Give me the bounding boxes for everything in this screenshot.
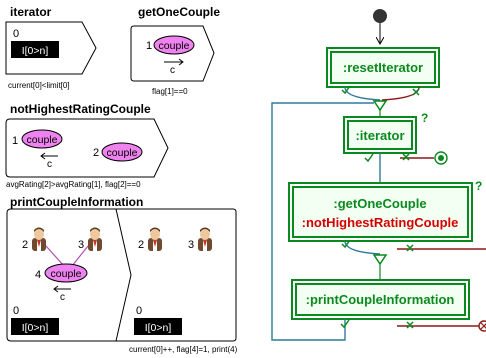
person-icon xyxy=(88,227,102,251)
iterator-question-marker: ? xyxy=(421,111,428,125)
print-couple-rhs-counter-index: 0 xyxy=(136,305,142,317)
merge-triangle xyxy=(372,100,388,112)
print-couple-outer xyxy=(291,279,470,320)
print-couple-left-person-index: 2 xyxy=(22,239,28,251)
print-couple-rhs-counter-box xyxy=(134,318,182,335)
person-icon xyxy=(32,227,46,251)
iterator-counter-box xyxy=(11,41,59,58)
end-node-inner xyxy=(438,155,444,161)
not-highest-rating-couple-frame xyxy=(5,118,169,178)
not-highest-left-couple-label: couple xyxy=(27,134,58,146)
reset-iterator-node xyxy=(330,51,436,84)
start-node xyxy=(373,9,387,23)
not-highest-condition: avgRating[2]>avgRating[1], flag[2]==0 xyxy=(6,180,141,189)
print-couple-flow-label: :printCoupleInformation xyxy=(306,292,455,307)
get-one-couple-title: getOneCouple xyxy=(138,5,220,19)
print-couple-edge-label: c xyxy=(60,292,65,303)
not-highest-right-couple-node xyxy=(101,142,143,162)
get-one-couple-node-label: couple xyxy=(159,40,190,52)
iterator-pattern-title: iterator xyxy=(10,5,52,19)
success-check-icon xyxy=(341,239,351,249)
not-highest-right-index: 2 xyxy=(93,147,99,159)
print-couple-lhs-counter-label: I[0>n] xyxy=(22,322,49,334)
iterator-pattern: iterator 0 I[0>n] current[0]<limit[0] xyxy=(5,5,97,90)
get-couple-success-edge xyxy=(344,240,381,255)
print-couple-link-left xyxy=(45,245,65,267)
print-couple-lhs-rhs-divider xyxy=(115,208,132,342)
iterator-counter-index: 0 xyxy=(13,28,19,40)
failure-x-icon xyxy=(412,88,420,96)
get-one-couple-flow-label: :getOneCouple xyxy=(333,196,426,211)
print-couple-link-right xyxy=(71,245,89,267)
get-one-couple-pattern: getOneCouple 1 couple c flag[1]==0 xyxy=(130,5,220,96)
success-check-icon xyxy=(341,85,351,95)
not-highest-left-index: 1 xyxy=(12,135,18,147)
guard-question-marker: ? xyxy=(475,179,482,193)
get-one-couple-edge-label: c xyxy=(170,65,175,76)
get-one-couple-edge-arrowhead xyxy=(178,58,184,66)
iterator-node xyxy=(347,120,413,150)
get-one-couple-outer xyxy=(288,182,473,242)
not-highest-left-couple-node xyxy=(21,129,63,149)
failure-x-icon xyxy=(402,153,410,161)
get-one-couple-index: 1 xyxy=(146,40,152,52)
get-one-couple-flow-node xyxy=(292,186,469,238)
not-highest-rating-couple-title: notHighestRatingCouple xyxy=(10,102,151,116)
print-couple-flow-node xyxy=(295,283,466,316)
reset-success-edge xyxy=(344,86,381,101)
failure-x-icon xyxy=(406,244,414,252)
print-couple-couple-node xyxy=(44,263,88,283)
print-couple-information-title: printCoupleInformation xyxy=(10,195,143,209)
iterator-node-label: :iterator xyxy=(355,128,404,143)
success-check-icon xyxy=(364,153,374,163)
print-couple-right-person-index: 3 xyxy=(78,239,84,251)
not-highest-edge-arrowhead xyxy=(40,152,46,160)
not-highest-rating-couple-pattern: notHighestRatingCouple 1 couple c 2 coup… xyxy=(5,102,169,189)
get-one-couple-frame xyxy=(130,25,215,82)
get-one-couple-node xyxy=(153,35,195,55)
print-couple-couple-index: 4 xyxy=(35,269,41,281)
failure-x-icon xyxy=(406,321,414,329)
control-flow-diagram: :resetIterator :iterator ? :getOneCouple… xyxy=(271,9,486,341)
reset-iterator-label: :resetIterator xyxy=(343,60,423,75)
get-one-couple-condition: flag[1]==0 xyxy=(152,87,188,96)
iterator-pattern-frame xyxy=(5,21,97,75)
print-couple-information-frame xyxy=(6,208,237,342)
not-highest-right-couple-label: couple xyxy=(107,147,138,159)
stop-x-icon xyxy=(480,322,486,330)
reset-iterator-outer xyxy=(326,47,440,88)
iterator-condition: current[0]<limit[0] xyxy=(8,81,70,90)
print-couple-rhs-counter-label: I[0>n] xyxy=(145,322,172,334)
person-icon xyxy=(148,227,162,251)
print-couple-information-pattern: printCoupleInformation 2 3 4 couple c 0 xyxy=(6,195,238,354)
merge-triangle xyxy=(372,254,388,266)
print-couple-rhs-left-index: 2 xyxy=(138,239,144,251)
print-couple-actions: current[0]++, flag[4]=1, print(4) xyxy=(129,345,238,354)
print-couple-lhs-counter-box xyxy=(11,318,59,335)
not-highest-edge-label: c xyxy=(47,159,52,170)
print-couple-lhs-counter-index: 0 xyxy=(13,305,19,317)
success-check-icon xyxy=(340,319,350,329)
not-highest-rating-couple-flow-label: :notHighestRatingCouple xyxy=(302,215,459,230)
print-couple-rhs-right-index: 3 xyxy=(188,239,194,251)
loop-back-edge xyxy=(271,102,374,341)
person-icon xyxy=(198,227,212,251)
print-couple-couple-label: couple xyxy=(51,268,82,280)
iterator-counter-label: I[0>n] xyxy=(22,45,49,57)
print-couple-edge-arrowhead xyxy=(53,285,59,293)
stop-node xyxy=(478,320,486,332)
